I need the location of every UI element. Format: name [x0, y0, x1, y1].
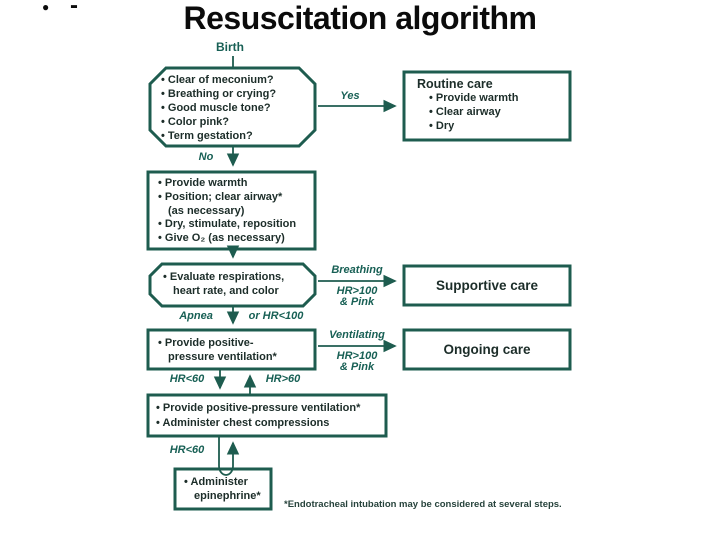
assessment-line: • Breathing or crying?	[161, 88, 277, 100]
ppv-compressions-line: • Administer chest compressions	[156, 417, 330, 429]
initial-assessment-box-shape	[148, 66, 317, 148]
no-label: No	[198, 151, 214, 163]
routine-care-box: Routine care • Provide warmth • Clear ai…	[417, 77, 518, 133]
initial-steps-line: • Position; clear airway*	[158, 190, 283, 203]
slide-bullet-icon: ●	[42, 0, 50, 14]
birth-label: Birth	[216, 40, 244, 54]
evaluate-line: • Evaluate respirations,	[163, 271, 285, 283]
page-title: Resuscitation algorithm	[183, 0, 538, 36]
slide-sub-bullet-dash: -	[70, 0, 78, 19]
ppv-compressions-box-shape	[146, 393, 388, 438]
yes-label: Yes	[340, 90, 360, 102]
routine-care-line: • Clear airway	[429, 106, 501, 118]
ongoing-care-box-shape	[402, 328, 572, 371]
ppv-line: • Provide positive-	[158, 337, 254, 349]
footnote: *Endotracheal intubation may be consider…	[284, 499, 562, 510]
epinephrine-box: • Administer epinephrine*	[184, 476, 261, 503]
hr-gt60-label: HR>60	[265, 373, 301, 385]
breathing-hr-label: HR>100	[336, 285, 378, 297]
evaluate-box-shape	[148, 262, 317, 308]
epinephrine-loop-arrow	[218, 437, 240, 476]
breathing-pink-label: & Pink	[339, 296, 375, 308]
initial-steps-line: • Give O₂ (as necessary)	[158, 232, 285, 245]
breathing-label: Breathing	[331, 264, 383, 276]
supportive-care-box: Supportive care	[404, 266, 570, 305]
initial-steps-box: • Provide warmth • Position; clear airwa…	[158, 177, 296, 246]
ppv-compressions-box: • Provide positive-pressure ventilation*…	[156, 401, 360, 431]
ppv-compressions-line: • Provide positive-pressure ventilation*	[156, 402, 361, 414]
ongoing-care-label: Ongoing care	[443, 342, 531, 357]
hr-lt60-upper-label: HR<60	[169, 373, 205, 385]
supportive-care-label: Supportive care	[435, 278, 539, 293]
routine-care-line: • Dry	[429, 120, 455, 132]
routine-care-box-shape	[402, 70, 572, 142]
initial-steps-line: • Dry, stimulate, reposition	[158, 218, 297, 231]
evaluate-line: heart rate, and color	[173, 284, 279, 297]
ppv-box: • Provide positive- pressure ventilation…	[158, 336, 277, 364]
assessment-line: • Term gestation?	[161, 130, 253, 142]
evaluate-box: • Evaluate respirations, heart rate, and…	[163, 271, 284, 298]
supportive-care-box-shape	[402, 264, 572, 307]
apnea-label: Apnea	[179, 310, 213, 322]
ongoing-care-box: Ongoing care	[404, 330, 570, 369]
initial-assessment-box: • Clear of meconium? • Breathing or cryi…	[161, 73, 276, 143]
assessment-line: • Good muscle tone?	[161, 102, 271, 114]
routine-care-line: • Provide warmth	[429, 92, 519, 104]
assessment-line: • Clear of meconium?	[161, 74, 274, 86]
ventilating-hr-label: HR>100	[336, 350, 378, 362]
epinephrine-line: • Administer	[184, 476, 248, 488]
ventilating-pink-label: & Pink	[339, 361, 375, 373]
ventilating-label: Ventilating	[329, 329, 385, 341]
ppv-line: pressure ventilation*	[168, 351, 277, 363]
assessment-line: • Color pink?	[161, 116, 230, 128]
ppv-box-shape	[146, 328, 317, 371]
initial-steps-line: • Provide warmth	[158, 177, 248, 189]
epinephrine-box-shape	[173, 467, 273, 511]
initial-steps-line: (as necessary)	[168, 204, 245, 217]
routine-care-title: Routine care	[417, 77, 493, 91]
or-hr-lt100-label: or HR<100	[248, 310, 304, 322]
epinephrine-line: epinephrine*	[194, 489, 261, 502]
hr-lt60-lower-label: HR<60	[169, 444, 205, 456]
